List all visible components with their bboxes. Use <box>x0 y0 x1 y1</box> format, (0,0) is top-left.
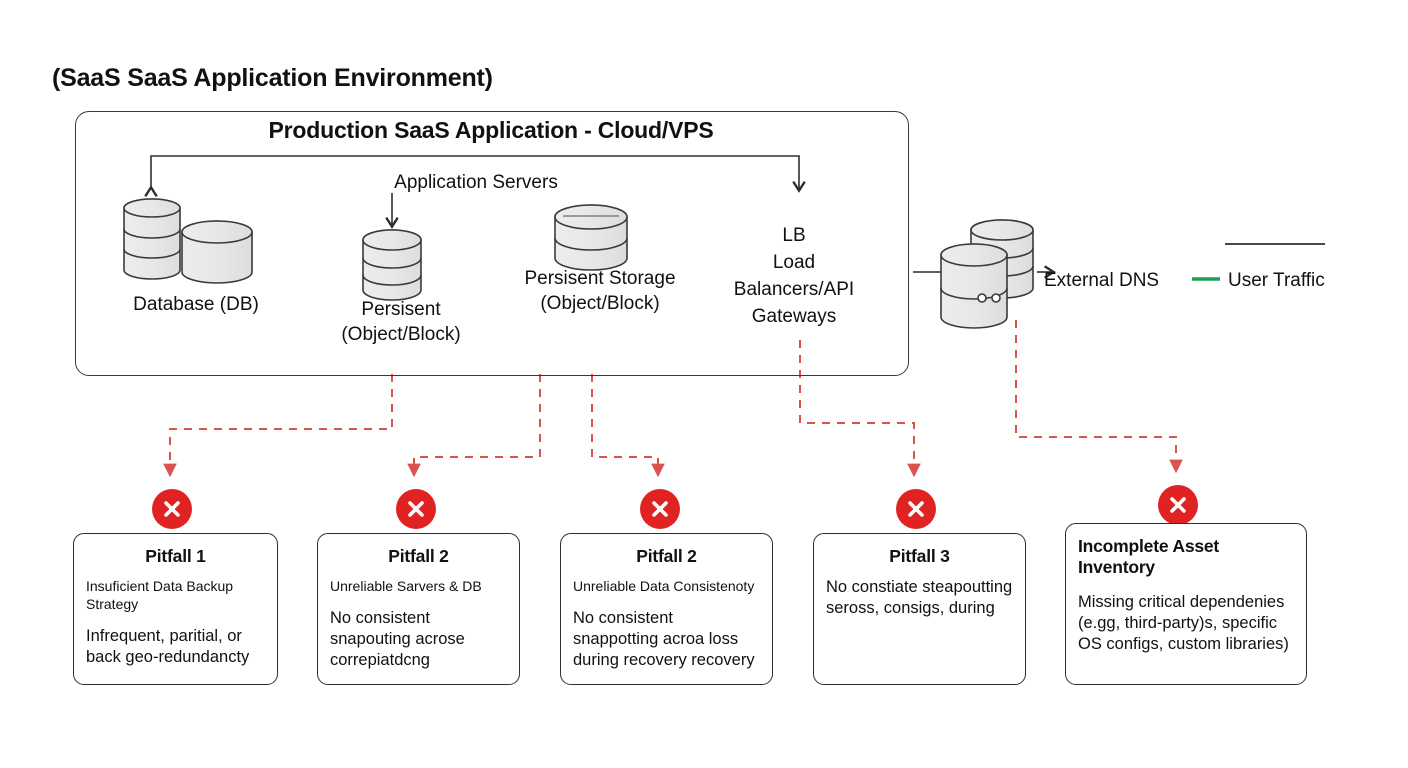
pitfall-heading: Incomplete Asset Inventory <box>1078 536 1220 577</box>
persisent-storage-cylinder-icon <box>362 229 422 301</box>
fanout-connector-group <box>151 155 1052 272</box>
pitfall-card[interactable]: Incomplete Asset Inventory Missing criti… <box>1065 523 1307 685</box>
pitfall-card[interactable]: Pitfall 2 Unreliable Sarvers & DB No con… <box>317 533 520 685</box>
error-x-icon <box>640 489 680 529</box>
component-label-persisent-storage: Persisent Storage (Object/Block) <box>524 268 676 314</box>
pitfall-card[interactable]: Pitfall 2 Unreliable Data Consistenoty N… <box>560 533 773 685</box>
pitfall-subtitle: Unreliable Sarvers & DB <box>330 578 482 594</box>
component-label-load-balancer: LB Load Balancers/API Gateways <box>733 225 855 327</box>
server-stack-icon <box>940 219 1034 329</box>
production-container <box>75 111 909 376</box>
pitfall-body: No consistent snapouting acrose correpia… <box>330 609 465 669</box>
pitfall-body: No constiate steapoutting seross, consig… <box>826 578 1013 617</box>
error-x-icon <box>152 489 192 529</box>
legend-label-user-traffic: User Traffic <box>1228 270 1325 291</box>
pitfall-card[interactable]: Pitfall 3 No constiate steapoutting sero… <box>813 533 1026 685</box>
pitfall-body: No consistent snappotting acroa loss dur… <box>573 609 755 669</box>
environment-title: (SaaS SaaS Application Environment) <box>52 64 493 92</box>
pitfall-heading: Pitfall 1 <box>145 546 206 566</box>
connector-to-pitfall-3 <box>591 374 665 478</box>
component-label-persisent: Persisent (Object/Block) <box>341 299 461 345</box>
pitfall-subtitle: Unreliable Data Consistenoty <box>573 578 755 594</box>
pitfall-heading: Pitfall 2 <box>636 546 697 566</box>
database-cylinder-icon <box>123 198 253 284</box>
error-x-icon <box>1158 485 1198 525</box>
error-x-icon <box>396 489 436 529</box>
connector-to-pitfall-4 <box>799 340 921 478</box>
component-label-app-servers: Application Servers <box>394 172 558 193</box>
pitfall-card[interactable]: Pitfall 1 Insuficient Data Backup Strate… <box>73 533 278 685</box>
title-to-components-bracket <box>151 155 799 189</box>
component-label-database: Database (DB) <box>133 294 259 315</box>
object-block-storage-cylinder-icon <box>554 204 628 271</box>
pitfall-subtitle: Insuficient Data Backup Strategy <box>86 578 234 612</box>
connector-to-pitfall-2 <box>407 374 541 478</box>
error-x-icon <box>896 489 936 529</box>
pitfall-heading: Pitfall 2 <box>388 546 449 566</box>
pitfall-connector-group <box>163 320 1183 478</box>
connector-to-pitfall-5 <box>1015 320 1183 474</box>
production-container-title: Production SaaS Application - Cloud/VPS <box>268 117 714 143</box>
pitfall-heading: Pitfall 3 <box>889 546 950 566</box>
pitfall-body: Missing critical dependenies (e.gg, thir… <box>1078 593 1289 653</box>
connector-to-pitfall-1 <box>163 374 393 478</box>
component-label-external-dns: External DNS <box>1044 270 1160 291</box>
pitfall-body: Infrequent, paritial, or back geo-redund… <box>86 627 250 666</box>
